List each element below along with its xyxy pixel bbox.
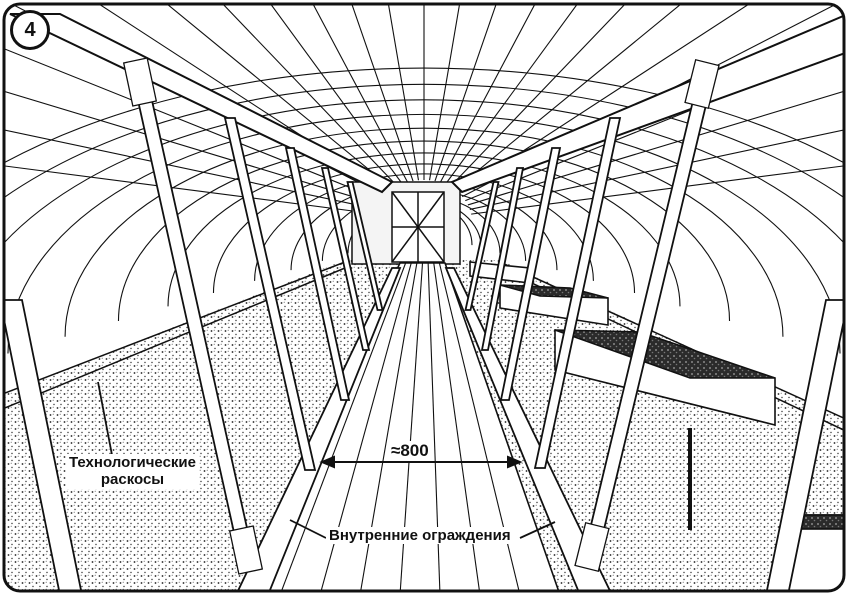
roof-purlin — [439, 4, 730, 183]
width-dimension — [319, 455, 523, 469]
technological-braces — [4, 77, 844, 591]
roof-purlin — [4, 4, 383, 202]
inner-railings-label: Внутренние ограждения — [326, 527, 514, 545]
roof-purlin — [4, 105, 377, 215]
roof-purlin — [4, 4, 399, 188]
brace — [499, 147, 562, 401]
braces-label: Технологические раскосы — [66, 454, 199, 489]
leader-lines — [97, 381, 556, 539]
brace — [480, 167, 525, 351]
roof-purlin — [320, 4, 420, 181]
brace — [320, 167, 371, 351]
roof-purlin — [217, 4, 414, 182]
brace — [533, 117, 622, 469]
arched-roof-grid — [4, 4, 844, 411]
ridge-beams — [9, 12, 844, 194]
brace — [464, 181, 500, 311]
roof-purlin — [458, 4, 844, 194]
braces-label-line2: раскосы — [100, 471, 165, 489]
roof-purlin — [449, 4, 844, 188]
brace — [223, 117, 317, 471]
roof-purlin — [4, 4, 390, 194]
roof-purlin — [118, 4, 409, 183]
brace — [284, 147, 351, 401]
end-wall-door — [351, 181, 461, 265]
roof-purlin — [4, 4, 381, 206]
corner-post — [4, 299, 84, 591]
braces-label-line1: Технологические — [69, 454, 196, 471]
plates — [122, 57, 720, 575]
roof-purlin — [434, 4, 631, 182]
corner-post — [764, 299, 844, 591]
roof-purlin — [4, 4, 394, 191]
figure-number-badge: 4 — [10, 10, 50, 50]
roof-purlin — [23, 4, 404, 185]
walkway-board — [279, 262, 407, 591]
walkway-width-label: ≈800 — [388, 441, 432, 461]
roof-purlin — [454, 4, 844, 191]
roof-purlin — [428, 4, 528, 181]
roof-purlin — [444, 4, 825, 185]
roof-purlin — [467, 4, 844, 206]
brace — [346, 181, 384, 311]
roof-purlin — [471, 105, 844, 215]
